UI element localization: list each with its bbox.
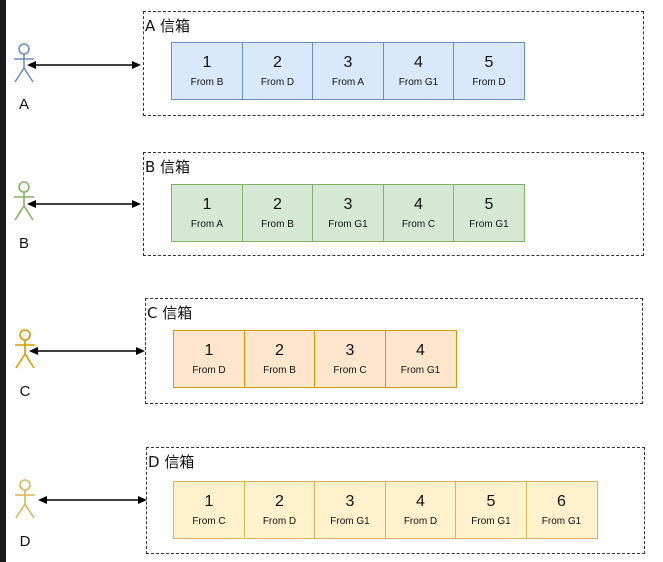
arrow-b bbox=[26, 198, 142, 210]
actor-c-label: C bbox=[19, 383, 31, 400]
mailbox-a-title: A 信箱 bbox=[145, 17, 191, 35]
actor-b-label: B bbox=[18, 235, 29, 252]
message-sender: From D bbox=[472, 76, 506, 88]
message-sender: From G1 bbox=[398, 76, 439, 88]
message-number: 1 bbox=[204, 341, 214, 359]
mailbox-c: C 信箱 bbox=[145, 298, 643, 404]
message-number: 4 bbox=[414, 195, 423, 213]
message-number: 1 bbox=[204, 492, 214, 510]
mailbox-b-title: B 信箱 bbox=[145, 158, 191, 176]
message-number: 3 bbox=[345, 492, 355, 510]
message-number: 2 bbox=[275, 341, 284, 359]
message-number: 6 bbox=[557, 492, 566, 510]
message-sender: From G1 bbox=[469, 218, 509, 230]
mailbox-c-title: C 信箱 bbox=[147, 304, 193, 322]
message-number: 1 bbox=[202, 53, 212, 71]
mailbox-d-title: D 信箱 bbox=[148, 453, 195, 471]
message-sender: From G1 bbox=[541, 515, 582, 527]
message-sender: From G1 bbox=[471, 515, 511, 527]
actor-d-icon bbox=[12, 478, 38, 520]
message-sender: From G1 bbox=[400, 364, 441, 376]
message-number: 2 bbox=[275, 492, 284, 510]
message-number: 5 bbox=[486, 492, 496, 510]
actor-c-icon bbox=[12, 328, 38, 370]
message-sender: From C bbox=[401, 218, 436, 230]
message-number: 4 bbox=[416, 341, 425, 359]
message-number: 2 bbox=[273, 53, 282, 71]
mailbox-b: B 信箱 bbox=[143, 152, 644, 256]
message-sender: From G1 bbox=[328, 218, 368, 230]
message-number: 2 bbox=[273, 195, 282, 213]
message-number: 4 bbox=[416, 492, 425, 510]
arrow-c bbox=[28, 345, 146, 357]
message-number: 5 bbox=[484, 195, 494, 213]
message-number: 4 bbox=[414, 53, 423, 71]
arrow-d bbox=[37, 494, 148, 506]
message-number: 1 bbox=[202, 195, 212, 213]
actor-b-icon bbox=[11, 180, 37, 222]
mailbox-a: A 信箱 bbox=[143, 11, 644, 116]
message-sender: From A bbox=[331, 76, 365, 88]
message-sender: From A bbox=[190, 218, 224, 230]
actor-a-label: A bbox=[18, 96, 29, 113]
message-sender: From D bbox=[262, 515, 297, 527]
message-sender: From G1 bbox=[330, 515, 370, 527]
message-number: 3 bbox=[343, 53, 353, 71]
message-sender: From D bbox=[192, 364, 226, 376]
message-number: 5 bbox=[484, 53, 494, 71]
left-edge-bar bbox=[0, 0, 6, 562]
mailbox-d: D 信箱 bbox=[146, 447, 645, 554]
message-sender: From B bbox=[190, 76, 224, 88]
arrow-a bbox=[26, 59, 142, 71]
message-sender: From D bbox=[260, 76, 295, 88]
actor-a-icon bbox=[11, 42, 37, 84]
message-sender: From D bbox=[403, 515, 438, 527]
message-number: 3 bbox=[345, 341, 355, 359]
message-sender: From C bbox=[192, 515, 226, 527]
message-sender: From B bbox=[261, 218, 294, 230]
message-sender: From C bbox=[333, 364, 367, 376]
actor-d-label: D bbox=[19, 533, 31, 550]
message-sender: From B bbox=[263, 364, 296, 376]
message-number: 3 bbox=[343, 195, 353, 213]
